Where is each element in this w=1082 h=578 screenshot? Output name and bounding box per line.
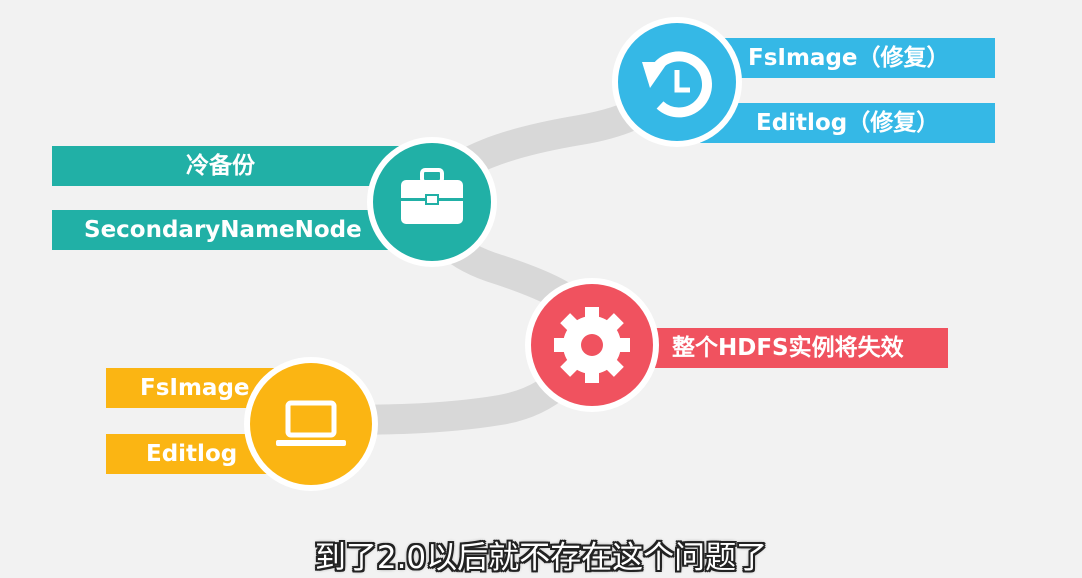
briefcase-icon [367, 137, 497, 267]
local-label-fsimage: FsImage [140, 375, 250, 401]
gear-icon [525, 278, 659, 412]
local-label-editlog: Editlog [146, 441, 238, 467]
failure-label: 整个HDFS实例将失效 [672, 335, 904, 361]
bar-backup-1 [52, 146, 412, 186]
laptop-icon [244, 357, 378, 491]
bar-restore-1 [700, 38, 995, 78]
history-icon [612, 17, 742, 147]
bar-restore-2 [700, 103, 995, 143]
bar-backup-2 [52, 210, 412, 250]
restore-label-editlog: Editlog（修复） [756, 110, 940, 136]
backup-label-snn: SecondaryNameNode [84, 217, 362, 243]
connector-path [295, 67, 692, 435]
subtitle: 到了2.0以后就不存在这个问题了 [314, 540, 768, 576]
backup-label-cold: 冷备份 [186, 153, 255, 179]
restore-label-fsimage: FsImage（修复） [748, 45, 950, 71]
